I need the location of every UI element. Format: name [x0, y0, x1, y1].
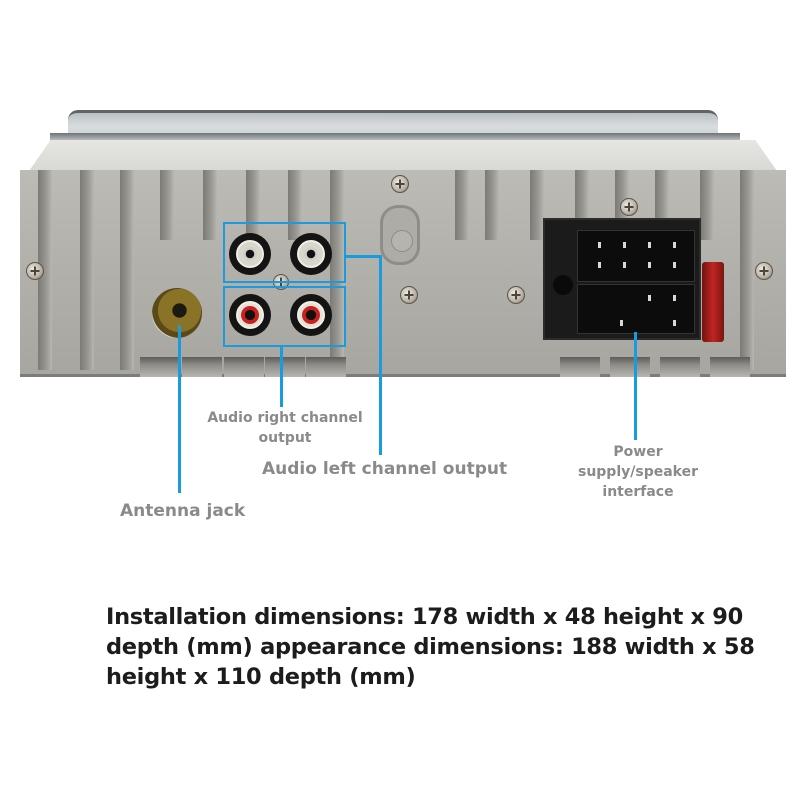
audio-right-highlight-box [223, 286, 346, 347]
heatsink-fin [38, 170, 52, 370]
vent-tab [560, 357, 600, 377]
chassis-lip [50, 133, 740, 143]
vent-tab [140, 357, 180, 377]
heatsink-fin [700, 170, 714, 240]
heatsink-fin [530, 170, 544, 240]
vent-tab [660, 357, 700, 377]
screw-icon [26, 262, 44, 280]
fuse-icon [702, 262, 724, 342]
vent-tab [610, 357, 650, 377]
heatsink-fin [455, 170, 469, 240]
antenna-label: Antenna jack [120, 501, 246, 521]
screw-icon [755, 262, 773, 280]
dimensions-text: Installation dimensions: 178 width x 48 … [106, 604, 755, 690]
audio-left-leader-h [346, 255, 381, 258]
heatsink-fin [485, 170, 499, 240]
audio-left-leader-v [379, 255, 382, 455]
vent-tab [265, 357, 305, 377]
vent-tab [182, 357, 222, 377]
antenna-jack-icon [152, 288, 202, 338]
iso-upper-block [577, 230, 695, 282]
heatsink-fin [330, 170, 344, 370]
vent-tab [710, 357, 750, 377]
iso-lower-block [577, 284, 695, 334]
rca-red-jack-icon [229, 294, 271, 336]
audio-left-highlight-box [223, 222, 346, 283]
vent-tab [224, 357, 264, 377]
mounting-keyhole [380, 205, 420, 265]
iso-connector-icon [543, 218, 701, 340]
rca-red-jack-icon [290, 294, 332, 336]
heatsink-fin [120, 170, 134, 370]
screw-icon [400, 286, 418, 304]
audio-right-leader [280, 347, 283, 407]
audio-left-label: Audio left channel output [262, 459, 508, 479]
screw-icon [620, 198, 638, 216]
rca-white-jack-icon [290, 233, 332, 275]
heatsink-fin [80, 170, 94, 370]
vent-tab [306, 357, 346, 377]
power-leader [634, 332, 637, 440]
antenna-leader [178, 325, 181, 493]
heatsink-fin [160, 170, 174, 240]
audio-right-label: Audio right channel output [207, 410, 363, 446]
screw-icon [507, 286, 525, 304]
iso-key-hole [553, 275, 573, 295]
heatsink-fin [203, 170, 217, 240]
heatsink-fin [740, 170, 754, 370]
screw-icon [391, 175, 409, 193]
rca-white-jack-icon [229, 233, 271, 275]
power-label: Power supply/speaker interface [577, 444, 698, 500]
